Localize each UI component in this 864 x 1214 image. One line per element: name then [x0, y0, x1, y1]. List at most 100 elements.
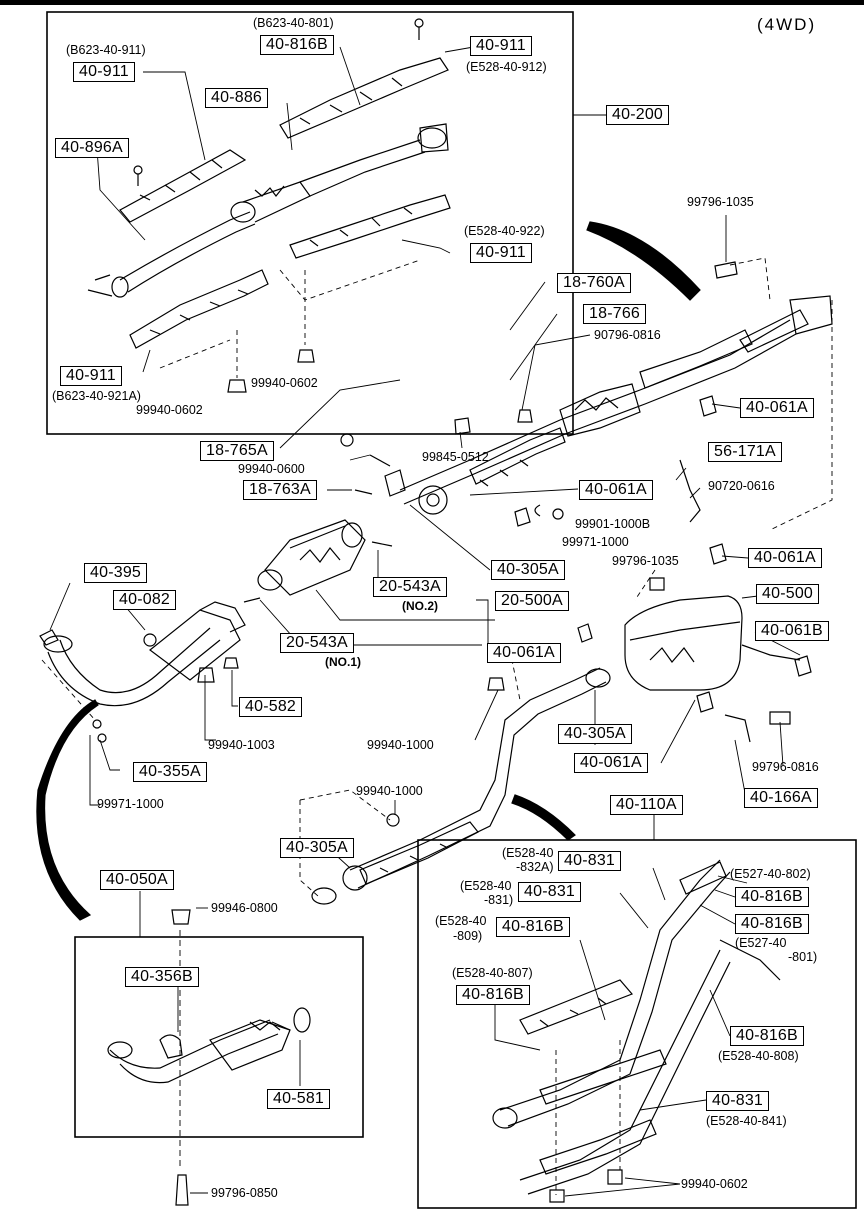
part-label-40-886[interactable]: 40-886: [205, 88, 269, 108]
curved-arrow-upper: [586, 221, 701, 301]
hardware-99845-0512: 99845-0512: [422, 450, 489, 464]
front-pipe-assembly-40-050A: [107, 909, 311, 1206]
code-e528-40-832A-line1: (E528-40: [502, 846, 554, 860]
part-label-40-061A-upper[interactable]: 40-061A: [740, 398, 814, 418]
code-b623-40-801: (B623-40-801): [253, 16, 334, 30]
hardware-glyphs: [92, 261, 812, 827]
part-label-40-061A-right[interactable]: 40-061A: [748, 548, 822, 568]
code-e527-40-801-line2: -801): [788, 950, 818, 964]
hardware-99940-1000-lower: 99940-1000: [356, 784, 423, 798]
part-label-40-110A[interactable]: 40-110A: [610, 795, 683, 815]
part-label-40-831-lower[interactable]: 40-831: [706, 1091, 770, 1111]
code-e528-40-832A-line2: -832A): [516, 860, 554, 874]
hardware-99940-0600: 99940-0600: [238, 462, 305, 476]
hardware-99796-0850: 99796-0850: [211, 1186, 278, 1200]
code-b623-40-911: (B623-40-911): [66, 43, 146, 57]
code-e528-40-912: (E528-40-912): [466, 60, 547, 74]
code-e528-40-808: (E528-40-808): [718, 1049, 799, 1063]
code-e528-40-809-line1: (E528-40: [435, 914, 487, 928]
code-e528-40-831-line2: -831): [484, 893, 514, 907]
part-label-40-911-mid-right[interactable]: 40-911: [470, 243, 532, 263]
part-label-40-911-bottom-left[interactable]: 40-911: [60, 366, 122, 386]
hardware-99940-0602-upper: 99940-0602: [251, 376, 318, 390]
front-pipe-assembly-40-200: [87, 123, 449, 298]
part-label-56-171A[interactable]: 56-171A: [708, 442, 782, 462]
part-label-40-082[interactable]: 40-082: [113, 590, 177, 610]
part-label-40-305A-upper[interactable]: 40-305A: [491, 560, 565, 580]
part-label-40-911-top-left[interactable]: 40-911: [73, 62, 135, 82]
part-label-40-816B-right-middle[interactable]: 40-816B: [735, 914, 809, 934]
hardware-99940-0602-rear: 99940-0602: [681, 1177, 748, 1191]
part-label-40-911-top-right[interactable]: 40-911: [470, 36, 532, 56]
part-label-18-766[interactable]: 18-766: [583, 304, 647, 324]
variant-label: (4WD): [757, 15, 817, 34]
part-label-40-061A-center[interactable]: 40-061A: [579, 480, 653, 500]
part-label-40-050A[interactable]: 40-050A: [100, 870, 174, 890]
code-e528-40-831-line1: (E528-40: [460, 879, 512, 893]
hardware-99940-1000-upper: 99940-1000: [367, 738, 434, 752]
part-label-18-763A[interactable]: 18-763A: [243, 480, 317, 500]
part-label-40-355A[interactable]: 40-355A: [133, 762, 207, 782]
hardware-90720-0616: 90720-0616: [708, 479, 775, 493]
code-e528-40-807: (E528-40-807): [452, 966, 533, 980]
center-pipe-with-converter: [399, 295, 833, 515]
part-label-20-543A-no1[interactable]: 20-543A: [280, 633, 354, 653]
part-label-40-816B-left-lower[interactable]: 40-816B: [456, 985, 530, 1005]
part-label-40-395[interactable]: 40-395: [84, 563, 148, 583]
part-label-40-831-upper[interactable]: 40-831: [558, 851, 622, 871]
rear-pipe-assembly-40-110A: [492, 859, 781, 1203]
rear-pipe-middle: [311, 667, 611, 905]
muffler-40-500: [624, 595, 801, 691]
part-label-40-061A-lower[interactable]: 40-061A: [574, 753, 648, 773]
part-label-40-305A-middle[interactable]: 40-305A: [558, 724, 632, 744]
hardware-99940-1003: 99940-1003: [208, 738, 275, 752]
part-label-40-200[interactable]: 40-200: [606, 105, 670, 125]
nuts-upper: [227, 349, 315, 393]
hardware-99940-0602-lower: 99940-0602: [136, 403, 203, 417]
part-label-40-305A-lower[interactable]: 40-305A: [280, 838, 354, 858]
label-no1: (NO.1): [325, 655, 361, 669]
part-label-40-816B-top[interactable]: 40-816B: [260, 35, 334, 55]
frame-40-200: [46, 11, 574, 435]
hardware-90796-0816: 90796-0816: [594, 328, 661, 342]
part-label-40-831-middle[interactable]: 40-831: [518, 882, 582, 902]
top-border-rule: [0, 0, 864, 5]
part-label-40-896A[interactable]: 40-896A: [55, 138, 129, 158]
part-label-40-582[interactable]: 40-582: [239, 697, 303, 717]
hardware-99971-1000-left: 99971-1000: [97, 797, 164, 811]
curved-arrow-middle: [511, 794, 576, 841]
code-e527-40-802: (E527-40-802): [730, 867, 811, 881]
code-e528-40-922: (E528-40-922): [464, 224, 545, 238]
leaders-box-110A: [494, 867, 748, 1197]
code-b623-40-921A: (B623-40-921A): [52, 389, 141, 403]
frame-40-110A: [417, 839, 857, 1209]
front-converter-20-500A: [257, 519, 366, 596]
heat-insulators-top: [119, 18, 451, 349]
leaders-middle: [41, 215, 833, 897]
part-label-40-166A[interactable]: 40-166A: [744, 788, 818, 808]
curved-arrow-left: [36, 699, 99, 921]
frame-40-050A: [74, 936, 364, 1138]
part-label-20-500A[interactable]: 20-500A: [495, 591, 569, 611]
part-label-40-816B-right-upper[interactable]: 40-816B: [735, 887, 809, 907]
hardware-99796-1035-lower: 99796-1035: [612, 554, 679, 568]
hardware-99971-1000-center: 99971-1000: [562, 535, 629, 549]
hardware-99946-0800: 99946-0800: [211, 901, 278, 915]
part-label-40-061A-muffler[interactable]: 40-061A: [487, 643, 561, 663]
code-e527-40-801-line1: (E527-40: [735, 936, 787, 950]
part-label-20-543A-no2[interactable]: 20-543A: [373, 577, 447, 597]
part-label-40-816B-right-lower[interactable]: 40-816B: [730, 1026, 804, 1046]
part-label-40-816B-left-upper[interactable]: 40-816B: [496, 917, 570, 937]
part-label-40-061B[interactable]: 40-061B: [755, 621, 829, 641]
part-label-18-760A[interactable]: 18-760A: [557, 273, 631, 293]
part-label-18-765A[interactable]: 18-765A: [200, 441, 274, 461]
part-label-40-500[interactable]: 40-500: [756, 584, 820, 604]
part-label-40-356B[interactable]: 40-356B: [125, 967, 199, 987]
hardware-99901-1000B: 99901-1000B: [575, 517, 651, 531]
code-e528-40-809-line2: -809): [453, 929, 483, 943]
hardware-99796-1035-upper: 99796-1035: [687, 195, 754, 209]
label-no2: (NO.2): [402, 599, 438, 613]
part-label-40-581[interactable]: 40-581: [267, 1089, 331, 1109]
